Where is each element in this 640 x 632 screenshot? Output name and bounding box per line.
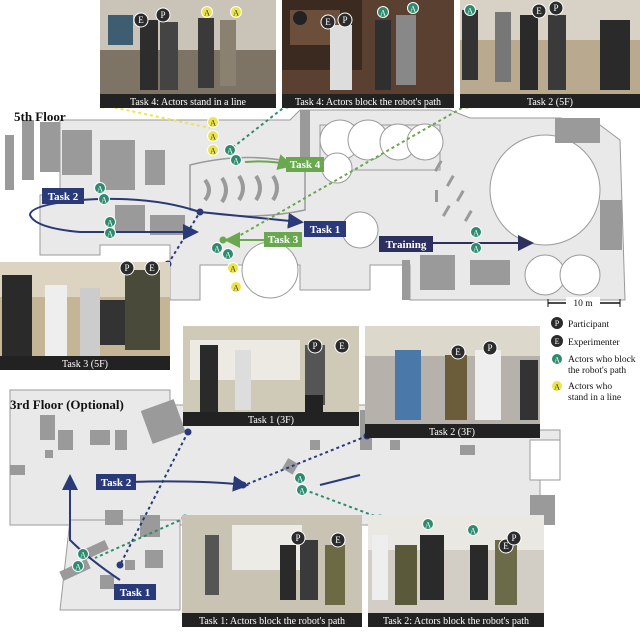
svg-text:E: E: [536, 6, 542, 16]
legend-experimenter: Experimenter: [568, 338, 621, 348]
scale-text: 10 m: [573, 299, 593, 309]
legend-block-1: Actors who block: [568, 355, 636, 365]
scale-bar: 10 m: [547, 297, 621, 309]
legend: P Participant E Experimenter Actors who …: [551, 317, 636, 403]
task-2-5f-text: Task 2: [48, 191, 79, 203]
photo-task1-block: Task 1: Actors block the robot's path: [182, 515, 362, 627]
task-label-t3: Task 3: [264, 232, 302, 247]
photo-task2-block-caption: Task 2: Actors block the robot's path: [383, 616, 529, 627]
svg-text:P: P: [160, 10, 165, 20]
svg-text:E: E: [335, 535, 341, 545]
task-label-t1-3f: Task 1: [114, 584, 156, 600]
svg-text:E: E: [339, 341, 345, 351]
svg-text:E: E: [503, 541, 509, 551]
photo-task2-block: Task 2: Actors block the robot's path: [368, 515, 544, 627]
photo-task1-3f-caption: Task 1 (3F): [248, 415, 294, 426]
photo-task4-line: Task 4: Actors stand in a line: [100, 0, 276, 108]
task-4-text: Task 4: [290, 159, 321, 171]
task-label-training: Training: [379, 236, 433, 252]
svg-text:P: P: [124, 263, 129, 273]
svg-text:E: E: [555, 337, 560, 346]
task-label-t1-5f: Task 1: [304, 221, 346, 237]
legend-line-2: stand in a line: [568, 393, 621, 403]
svg-text:P: P: [553, 3, 558, 13]
svg-text:E: E: [149, 263, 155, 273]
task-1-5f-text: Task 1: [310, 224, 340, 236]
task-label-t2-5f: Task 2: [42, 188, 84, 204]
legend-participant: Participant: [568, 320, 610, 330]
training-text: Training: [386, 239, 427, 251]
photo-task4-block-caption: Task 4: Actors block the robot's path: [295, 97, 441, 108]
task-2-3f-text: Task 2: [101, 477, 132, 489]
photo-task3-5f: Task 3 (5F): [0, 262, 170, 370]
svg-text:P: P: [555, 319, 560, 328]
task-1-3f-text: Task 1: [120, 587, 150, 599]
photo-task1-3f: Task 1 (3F): [183, 326, 359, 426]
photo-task2-3f-caption: Task 2 (3F): [429, 427, 475, 438]
legend-block-2: the robot's path: [568, 366, 626, 376]
svg-text:E: E: [325, 17, 331, 27]
task-label-t2-3f: Task 2: [96, 474, 136, 490]
photo-task4-line-caption: Task 4: Actors stand in a line: [130, 97, 247, 108]
fifth-floor-title: 5th Floor: [14, 109, 66, 124]
svg-text:P: P: [342, 15, 347, 25]
photo-markers: E P E P E P P E P E E P P E E P: [119, 0, 564, 554]
task-label-t4: Task 4: [286, 157, 324, 172]
svg-text:P: P: [511, 533, 516, 543]
svg-text:P: P: [295, 533, 300, 543]
svg-text:P: P: [487, 343, 492, 353]
photo-task4-block: Task 4: Actors block the robot's path: [282, 0, 454, 108]
photo-task2-5f: Task 2 (5F): [460, 0, 640, 108]
photo-task3-5f-caption: Task 3 (5F): [62, 359, 108, 370]
photo-task2-5f-caption: Task 2 (5F): [527, 97, 573, 108]
third-floor-title: 3rd Floor (Optional): [10, 397, 124, 412]
svg-text:E: E: [138, 15, 144, 25]
svg-text:E: E: [455, 347, 461, 357]
legend-line-1: Actors who: [568, 382, 612, 392]
photo-task2-3f: Task 2 (3F): [365, 326, 540, 438]
photo-task1-block-caption: Task 1: Actors block the robot's path: [199, 616, 345, 627]
task-3-text: Task 3: [268, 234, 299, 246]
svg-text:P: P: [312, 341, 317, 351]
